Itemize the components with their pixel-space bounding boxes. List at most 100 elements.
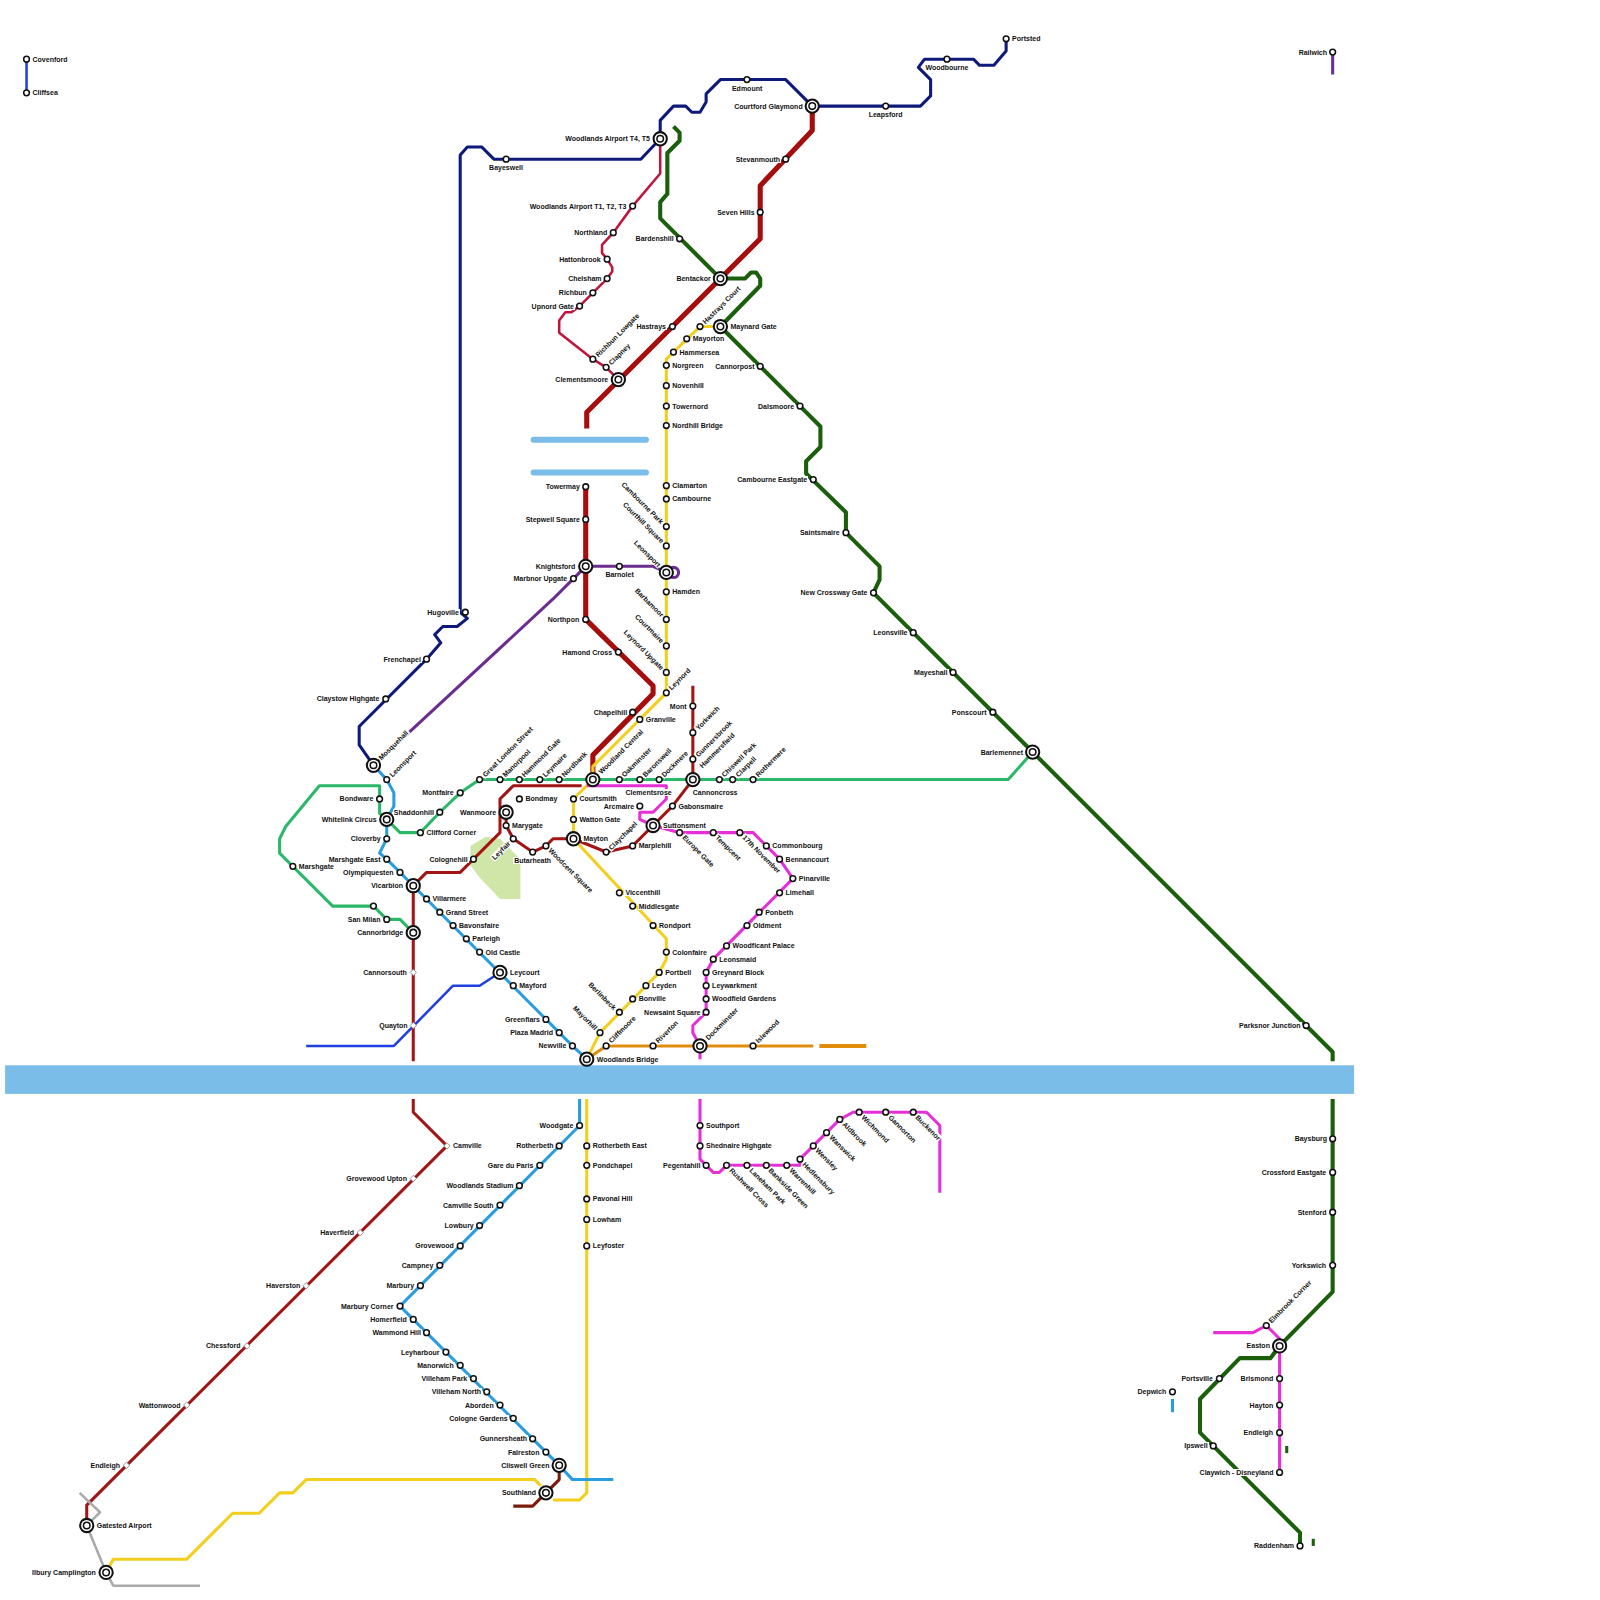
- station-marker: [777, 890, 783, 896]
- station-label: Ilbury Camplington: [31, 1569, 97, 1576]
- station-label: Dalsmoore: [757, 403, 795, 410]
- station-label: Ponbeth: [764, 909, 794, 916]
- station-marker: [437, 809, 443, 815]
- station-label: Mayton: [582, 835, 609, 842]
- station-label: Gabonsmaire: [677, 803, 724, 810]
- station-label: Pondchapel: [592, 1162, 634, 1169]
- station-marker: [290, 863, 296, 869]
- station-label: Gunnersheath: [479, 1435, 528, 1442]
- station-label: Commonbourg: [771, 842, 823, 849]
- station-marker: [737, 830, 743, 836]
- station-marker: [571, 576, 577, 582]
- route-line: [819, 1044, 866, 1048]
- station-marker: [690, 703, 696, 709]
- station-label: Bonville: [638, 995, 667, 1002]
- station-label: Knightsford: [535, 563, 577, 570]
- station-label: Ipswell: [1183, 1442, 1208, 1449]
- route-line: [513, 1465, 559, 1506]
- station-marker: [570, 1043, 576, 1049]
- station-label: Portsville: [1180, 1375, 1214, 1382]
- station-marker: [784, 1162, 790, 1168]
- station-label: Aborden: [464, 1402, 495, 1409]
- station-marker: [950, 670, 956, 676]
- station-marker: [703, 970, 709, 976]
- station-marker: [484, 1389, 490, 1395]
- station-label: Cannorpost: [714, 363, 755, 370]
- station-marker: [724, 943, 730, 949]
- station-label: Edmount: [731, 85, 763, 92]
- station-marker: [384, 856, 390, 862]
- station-marker: [371, 903, 377, 909]
- station-marker: [617, 777, 623, 783]
- route-line: [586, 487, 653, 780]
- station-marker: [744, 1162, 750, 1168]
- station-label: Mayeshall: [913, 669, 948, 676]
- route-line: [1285, 1446, 1288, 1453]
- station-marker: [883, 103, 889, 109]
- station-label: Middlesgate: [638, 903, 680, 910]
- station-marker: [597, 1030, 603, 1036]
- station-label: Seven Hills: [716, 209, 755, 216]
- station-label: Gatested Airport: [96, 1522, 153, 1529]
- station-marker: [990, 709, 996, 715]
- interchange-marker: [83, 1522, 90, 1529]
- route-line: [87, 1099, 447, 1526]
- station-label: Wattonwood: [138, 1402, 182, 1409]
- station-marker: [584, 1196, 590, 1202]
- station-marker: [703, 1009, 709, 1015]
- station-label: Aldbrook: [840, 1120, 868, 1148]
- route-line: [359, 80, 812, 766]
- station-label: Leyden: [651, 982, 678, 989]
- interchange-marker: [646, 819, 659, 832]
- interchange-marker: [539, 1486, 552, 1499]
- station-label: Woodgate: [539, 1122, 575, 1129]
- station-marker: [1170, 1389, 1176, 1395]
- station-label: Yorkswich: [1291, 1262, 1328, 1269]
- interchange-marker: [1276, 1343, 1283, 1350]
- station-label: Marshgate: [298, 863, 335, 870]
- station-marker: [717, 777, 723, 783]
- station-marker: [418, 1283, 424, 1289]
- station-label: Cambourne Eastgate: [736, 476, 808, 483]
- interchange-marker: [714, 272, 727, 285]
- station-marker: [571, 796, 577, 802]
- interchange-marker: [654, 132, 667, 145]
- station-label: Arcmaire: [603, 803, 635, 810]
- station-marker: [384, 917, 390, 923]
- station-marker: [1217, 1376, 1223, 1382]
- station-marker: [517, 1183, 523, 1189]
- station-label: Limehall: [785, 889, 815, 896]
- station-marker: [637, 803, 643, 809]
- station-marker: [590, 290, 596, 296]
- route-line: [280, 752, 1033, 933]
- interchange-marker: [580, 1053, 593, 1066]
- station-marker: [604, 276, 610, 282]
- station-marker: [424, 1330, 430, 1336]
- station-marker: [690, 756, 696, 762]
- interchange-marker: [99, 1566, 112, 1579]
- interchange-marker: [80, 1519, 93, 1532]
- station-label: Claywich - Disneyland: [1199, 1469, 1275, 1476]
- route-line: [1171, 1399, 1174, 1412]
- station-marker: [616, 649, 622, 655]
- station-label: Southland: [501, 1489, 537, 1496]
- station-marker: [1330, 1209, 1336, 1215]
- station-marker: [384, 777, 390, 783]
- station-marker: [777, 856, 783, 862]
- station-label: Cannorbridge: [356, 929, 404, 936]
- station-label: Hayton: [1249, 1402, 1275, 1409]
- station-label: Cannoncross: [692, 789, 739, 796]
- station-marker: [410, 1317, 416, 1323]
- station-label: Homerfield: [369, 1316, 408, 1323]
- interchange-marker: [717, 275, 724, 282]
- station-label: Cambourne: [671, 495, 712, 502]
- station-marker: [457, 1243, 463, 1249]
- station-label: Courtford Glaymond: [733, 103, 803, 110]
- station-marker: [583, 517, 589, 523]
- station-marker: [530, 849, 536, 855]
- station-marker: [763, 843, 769, 849]
- station-marker: [663, 643, 669, 649]
- route-line: [587, 106, 813, 428]
- station-label: Villeham Park: [420, 1375, 468, 1382]
- station-label: Clementsmoore: [554, 376, 609, 383]
